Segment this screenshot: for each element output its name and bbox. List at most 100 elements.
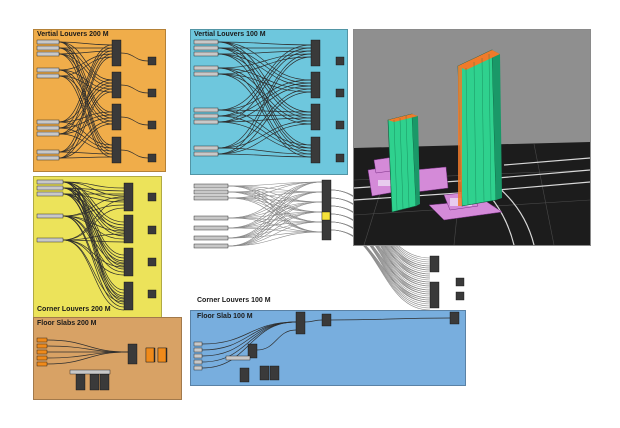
component-node[interactable] (449, 311, 460, 325)
component-node[interactable] (123, 182, 134, 212)
param-input[interactable] (36, 45, 60, 51)
component-node[interactable] (99, 373, 110, 391)
param-input[interactable] (193, 51, 219, 57)
component-node[interactable] (321, 313, 332, 327)
component-node[interactable] (429, 255, 440, 273)
component-node[interactable] (429, 281, 440, 309)
param-input[interactable] (36, 51, 60, 57)
param-input[interactable] (36, 149, 60, 155)
param-input[interactable] (36, 179, 64, 185)
wire (217, 153, 312, 158)
param-input[interactable] (193, 65, 219, 71)
param-input[interactable] (193, 365, 203, 371)
param-input[interactable] (36, 131, 60, 137)
component-node[interactable] (111, 71, 122, 99)
wire (217, 53, 312, 69)
component-node[interactable] (259, 365, 270, 381)
param-input[interactable] (193, 225, 229, 231)
output-node[interactable] (147, 56, 157, 66)
wire (227, 185, 323, 233)
param-input[interactable] (36, 191, 64, 197)
wire (62, 196, 125, 217)
component-node[interactable] (123, 247, 134, 277)
param-input[interactable] (193, 341, 203, 347)
param-input[interactable] (69, 369, 111, 375)
component-node[interactable] (295, 311, 306, 335)
component-node[interactable] (269, 365, 280, 381)
output-node[interactable] (455, 291, 465, 301)
param-input[interactable] (36, 67, 60, 73)
component-node[interactable] (123, 281, 134, 311)
output-node[interactable] (147, 153, 157, 163)
param-input[interactable] (225, 355, 251, 361)
component-node[interactable] (321, 179, 332, 241)
component-node[interactable] (247, 343, 258, 359)
param-input[interactable] (193, 347, 203, 353)
param-input[interactable] (36, 119, 60, 125)
param-input[interactable] (193, 189, 229, 195)
output-node[interactable] (147, 225, 157, 235)
output-node[interactable] (455, 277, 465, 287)
wire (217, 88, 312, 149)
output-node[interactable] (147, 289, 157, 299)
output-node[interactable] (335, 88, 345, 98)
wire (62, 239, 125, 276)
orange-output[interactable] (145, 347, 155, 363)
component-node[interactable] (127, 343, 138, 365)
param-input[interactable] (193, 39, 219, 45)
param-input[interactable] (193, 183, 229, 189)
param-input[interactable] (193, 113, 219, 119)
param-input[interactable] (193, 215, 229, 221)
wire (217, 123, 312, 155)
wire (58, 47, 113, 149)
output-node[interactable] (147, 88, 157, 98)
output-node[interactable] (147, 257, 157, 267)
orange-param[interactable] (36, 349, 48, 355)
orange-param[interactable] (36, 343, 48, 349)
param-input[interactable] (193, 71, 219, 77)
param-input[interactable] (36, 155, 60, 161)
component-node[interactable] (111, 103, 122, 131)
output-node[interactable] (147, 120, 157, 130)
orange-param[interactable] (36, 355, 48, 361)
param-input[interactable] (193, 353, 203, 359)
component-node[interactable] (111, 39, 122, 67)
param-input[interactable] (36, 73, 60, 79)
component-node[interactable] (123, 214, 134, 244)
yellow-param[interactable] (321, 211, 331, 221)
group-label-corner-louvers-200: Corner Louvers 200 M (37, 306, 111, 313)
component-node[interactable] (111, 136, 122, 164)
output-node[interactable] (335, 56, 345, 66)
param-input[interactable] (193, 243, 229, 249)
orange-param[interactable] (36, 361, 48, 367)
param-input[interactable] (36, 125, 60, 131)
component-node[interactable] (310, 103, 321, 131)
component-node[interactable] (89, 373, 100, 391)
param-input[interactable] (193, 235, 229, 241)
wire (58, 75, 113, 125)
param-input[interactable] (193, 359, 203, 365)
group-corner-louvers-200[interactable] (33, 176, 162, 318)
output-node[interactable] (335, 153, 345, 163)
param-input[interactable] (193, 107, 219, 113)
component-node[interactable] (239, 367, 250, 383)
output-node[interactable] (335, 120, 345, 130)
rhino-viewport[interactable] (353, 29, 591, 246)
param-input[interactable] (36, 237, 64, 243)
component-node[interactable] (310, 136, 321, 164)
param-input[interactable] (193, 45, 219, 51)
param-input[interactable] (36, 213, 64, 219)
orange-param[interactable] (36, 337, 48, 343)
param-input[interactable] (36, 185, 64, 191)
param-input[interactable] (36, 39, 60, 45)
component-node[interactable] (310, 71, 321, 99)
orange-output[interactable] (157, 347, 167, 363)
param-input[interactable] (193, 195, 229, 201)
param-input[interactable] (193, 145, 219, 151)
output-node[interactable] (147, 192, 157, 202)
component-node[interactable] (75, 373, 86, 391)
component-node[interactable] (310, 39, 321, 67)
param-input[interactable] (193, 151, 219, 157)
param-input[interactable] (193, 119, 219, 125)
